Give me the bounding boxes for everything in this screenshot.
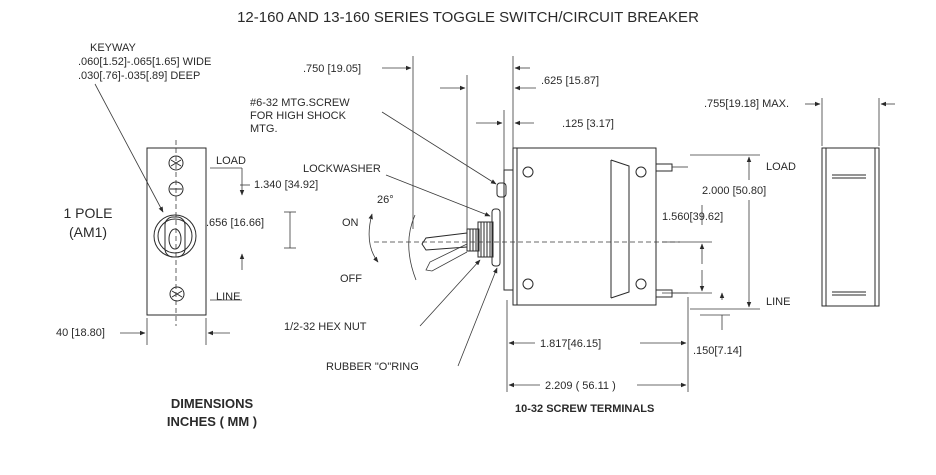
dim-1560-label: 1.560[39.62]	[662, 211, 723, 223]
side-inner-rib	[610, 159, 630, 299]
units-heading: DIMENSIONS	[171, 396, 254, 411]
dim-656-label: .656 [16.66]	[206, 217, 264, 229]
hex-nut	[477, 221, 494, 258]
mtg-screw-note-2: FOR HIGH SHOCK	[250, 110, 347, 122]
dim-750-label: .750 [19.05]	[303, 63, 361, 75]
mtg-screw-leader	[381, 111, 497, 185]
off-label: OFF	[340, 273, 362, 285]
front-line-label: LINE	[216, 291, 240, 303]
side-line-label: LINE	[766, 296, 790, 308]
mtg-screw-note-3: MTG.	[250, 123, 278, 135]
hex-nut-leader	[419, 259, 481, 327]
pole-model-label: (AM1)	[69, 224, 107, 240]
side-view: 26° ON OFF .750 [19.05] .625 [15.87] .12…	[250, 56, 796, 415]
dim-1817-label: 1.817[46.15]	[540, 338, 601, 350]
dim-125-label: .125 [3.17]	[562, 118, 614, 130]
side-hole-top-left	[522, 166, 534, 178]
side-hole-bottom-left	[522, 278, 534, 290]
mtg-screw-note-1: #6-32 MTG.SCREW	[250, 97, 350, 109]
dim-625-label: .625 [15.87]	[541, 75, 599, 87]
pole-count-label: 1 POLE	[63, 205, 112, 221]
keyway-width-note: .060[1.52]-.065[1.65] WIDE	[78, 56, 211, 68]
front-bushing-inner	[157, 218, 193, 254]
lockwasher	[491, 208, 501, 267]
keyway-leader	[94, 83, 164, 213]
dim-width-label: 40 [18.80]	[56, 327, 105, 339]
toggle-travel-arc	[408, 214, 417, 281]
dim-150-label: .150[7.14]	[693, 345, 742, 357]
keyway-label: KEYWAY	[90, 42, 137, 54]
front-view: KEYWAY .060[1.52]-.065[1.65] WIDE .030[.…	[56, 42, 318, 345]
end-body-outline	[821, 147, 880, 307]
angle-label: 26°	[377, 194, 394, 206]
toggle-lever-on	[421, 232, 468, 251]
toggle-lever-off	[425, 243, 468, 272]
front-toggle-lever	[164, 216, 186, 258]
mtg-screw-head	[496, 182, 507, 198]
o-ring-label: RUBBER "O"RING	[326, 361, 419, 373]
units-subheading: INCHES ( MM )	[167, 414, 257, 429]
front-load-label: LOAD	[216, 155, 246, 167]
side-panel-plate	[503, 169, 514, 291]
end-view: .755[19.18] MAX.	[704, 98, 895, 307]
lockwasher-label: LOCKWASHER	[303, 163, 381, 175]
line-terminal	[655, 289, 673, 298]
side-hole-bottom-right	[635, 278, 647, 290]
dim-2000-label: 2.000 [50.80]	[702, 185, 766, 197]
terminals-label: 10-32 SCREW TERMINALS	[515, 403, 654, 415]
load-terminal	[655, 163, 673, 172]
side-body-outline	[512, 147, 657, 306]
front-bushing-outer	[153, 214, 197, 258]
hex-nut-label: 1/2-32 HEX NUT	[284, 321, 367, 333]
angle-arc	[368, 213, 379, 263]
front-body-outline	[146, 147, 207, 316]
side-load-label: LOAD	[766, 161, 796, 173]
dim-1340-label: 1.340 [34.92]	[254, 179, 318, 191]
drawing-title: 12-160 AND 13-160 SERIES TOGGLE SWITCH/C…	[237, 9, 699, 26]
dim-755-label: .755[19.18] MAX.	[704, 98, 789, 110]
keyway-depth-note: .030[.76]-.035[.89] DEEP	[78, 70, 200, 82]
front-bottom-screw	[169, 286, 185, 302]
on-label: ON	[342, 217, 359, 229]
lockwasher-leader	[385, 174, 491, 217]
dim-2209-label: 2.209 ( 56.11 )	[545, 380, 616, 392]
o-ring-leader	[457, 267, 498, 367]
side-hole-top-right	[635, 166, 647, 178]
